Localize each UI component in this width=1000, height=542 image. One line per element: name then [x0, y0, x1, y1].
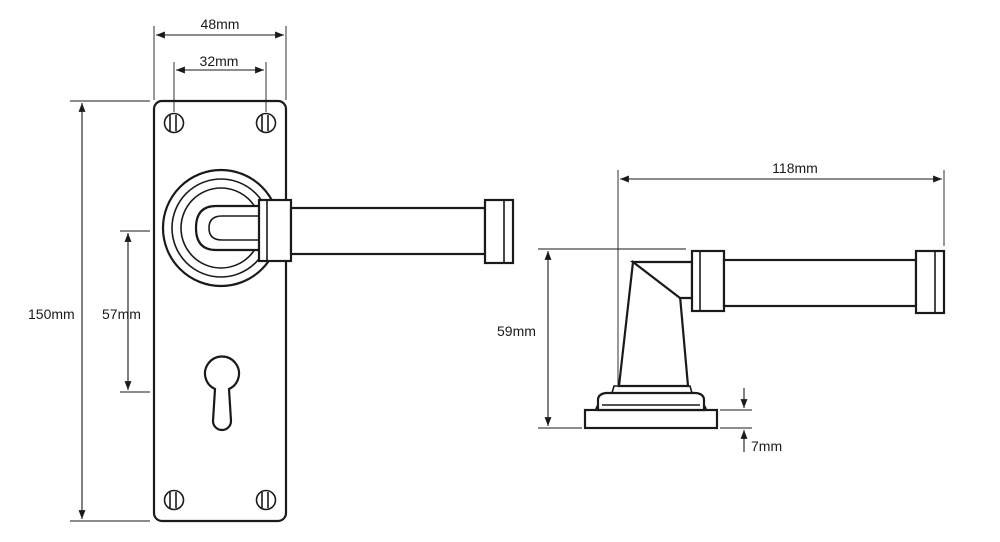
- dim-label-screw-spacing: 32mm: [200, 53, 239, 69]
- front-view: [152, 99, 515, 523]
- keyhole: [203, 355, 241, 432]
- backplate: [152, 99, 288, 523]
- lever-neck: [194, 204, 262, 252]
- side-collar: [690, 249, 726, 313]
- dim-label-keyhole-offset: 57mm: [102, 306, 141, 322]
- dim-label-lever-projection: 118mm: [772, 160, 818, 176]
- dim-label-plate-width: 48mm: [201, 16, 240, 32]
- side-end-cap: [914, 249, 946, 315]
- side-rose-base: [583, 408, 719, 430]
- screw-top-right: [255, 112, 277, 134]
- screw-bottom-right: [255, 489, 277, 511]
- dim-label-plate-height: 150mm: [28, 306, 75, 322]
- side-rose-dome: [596, 391, 706, 412]
- screw-bottom-left: [163, 489, 185, 511]
- dim-label-lever-height: 59mm: [497, 323, 536, 339]
- lever-collar: [257, 198, 293, 263]
- lever-bar: [289, 206, 487, 256]
- dim-label-rose-thickness: 7mm: [751, 438, 782, 454]
- side-dimensions: 118mm 59mm 7mm: [497, 160, 945, 454]
- lever-end-cap: [483, 198, 515, 265]
- screw-top-left: [163, 112, 185, 134]
- side-lever-bar: [722, 258, 918, 308]
- front-dimensions: 48mm 32mm 150mm 57mm: [28, 16, 287, 522]
- side-view: [583, 249, 946, 430]
